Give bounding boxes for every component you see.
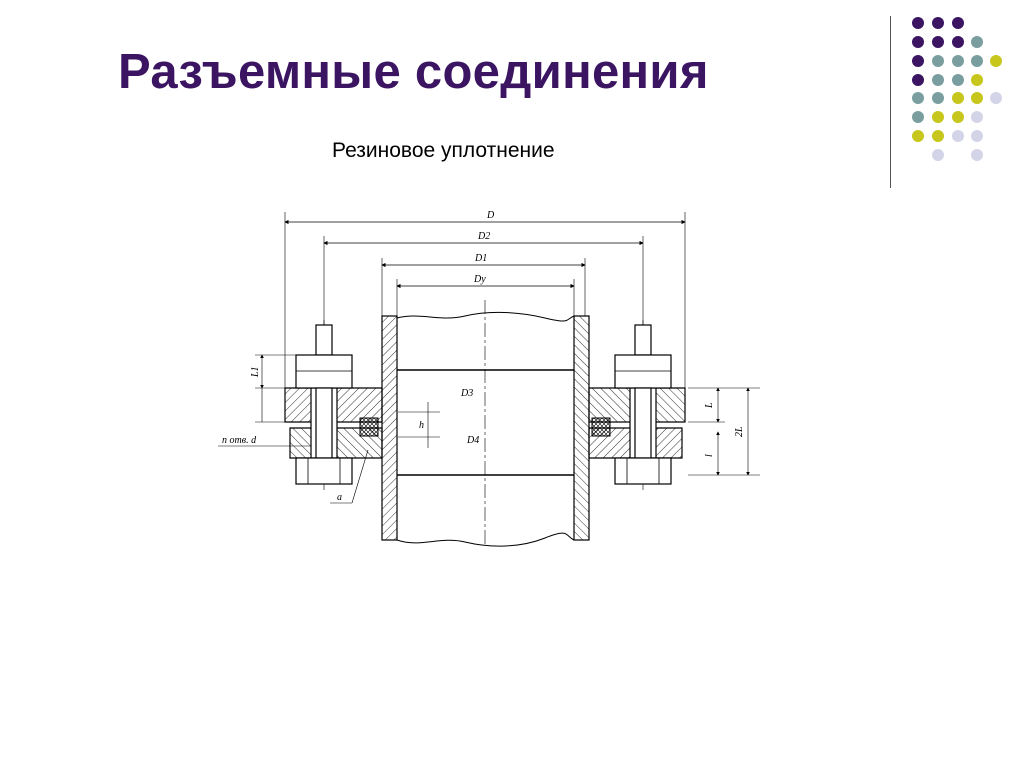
label-h: h [419, 420, 424, 431]
dot [952, 55, 964, 67]
dot [971, 149, 983, 161]
label-n-holes: n отв. d [222, 435, 257, 446]
label-L1: L1 [250, 366, 261, 378]
label-D: D [486, 210, 495, 221]
left-flange [284, 324, 383, 485]
dot [912, 74, 924, 86]
label-L: L [704, 402, 715, 409]
decorative-dot-grid [912, 17, 1002, 161]
slide-subtitle: Резиновое уплотнение [332, 139, 555, 162]
label-D1: D1 [474, 253, 487, 264]
dot [971, 92, 983, 104]
dot [912, 55, 924, 67]
label-2L: 2L [734, 426, 745, 437]
dot [952, 17, 964, 29]
label-a: a [337, 492, 342, 503]
dot [932, 74, 944, 86]
vertical-divider [890, 16, 891, 188]
dot [932, 149, 944, 161]
dot [952, 36, 964, 48]
dot [932, 36, 944, 48]
label-D4: D4 [466, 435, 479, 446]
dot [932, 92, 944, 104]
dot [971, 55, 983, 67]
dot [912, 92, 924, 104]
dot [912, 111, 924, 123]
dot [932, 130, 944, 142]
dot [932, 17, 944, 29]
slide-title: Разъемные соединения [118, 45, 709, 99]
pipe [381, 311, 590, 547]
right-flange [588, 324, 686, 485]
dot [971, 111, 983, 123]
dot [952, 92, 964, 104]
dot [971, 36, 983, 48]
dot [952, 111, 964, 123]
label-Dy: Dy [473, 274, 486, 285]
dot [952, 74, 964, 86]
dot [912, 36, 924, 48]
dot [971, 74, 983, 86]
dot [932, 55, 944, 67]
label-D2: D2 [477, 231, 490, 242]
label-l: l [704, 454, 715, 457]
dot [990, 55, 1002, 67]
dot [990, 92, 1002, 104]
dot [971, 130, 983, 142]
dot [912, 17, 924, 29]
dot [912, 130, 924, 142]
dot [932, 111, 944, 123]
dot [952, 130, 964, 142]
label-D3: D3 [460, 388, 473, 399]
